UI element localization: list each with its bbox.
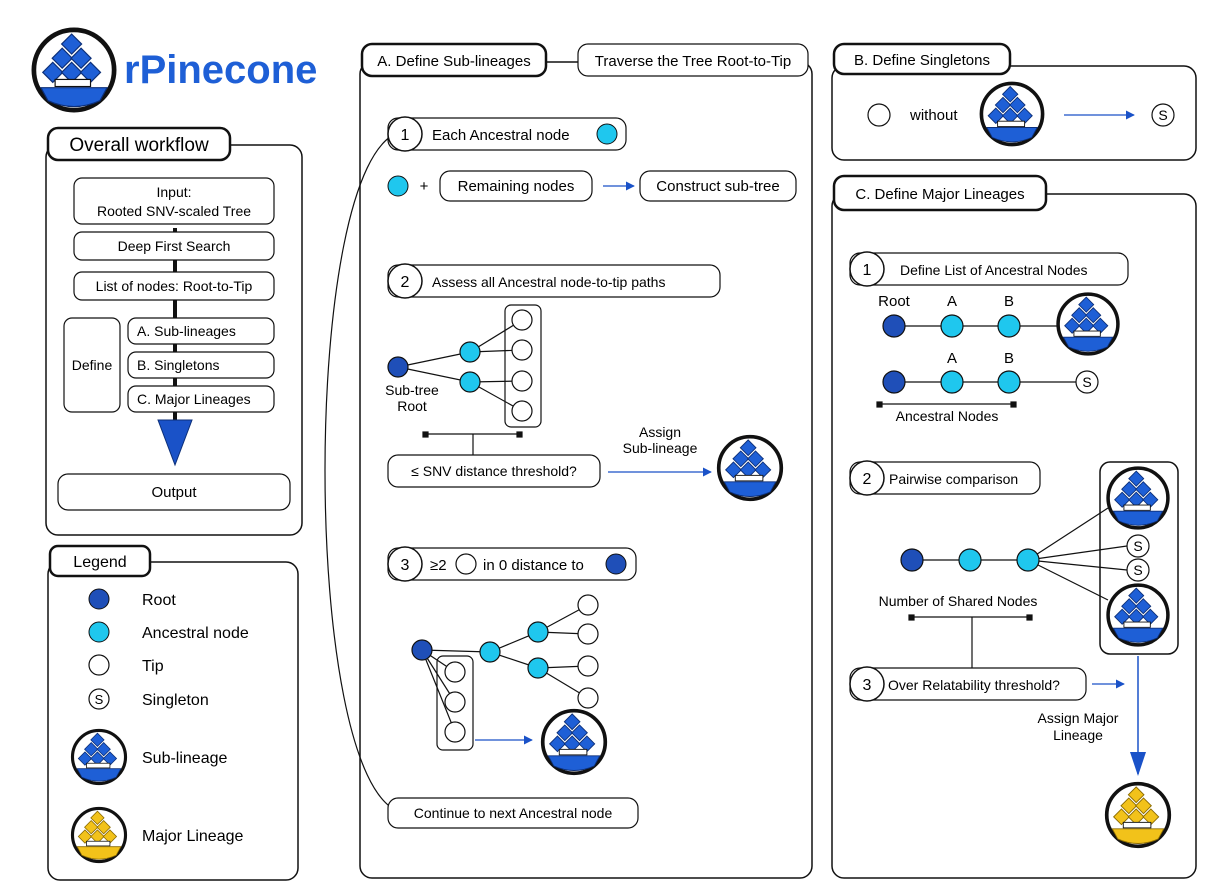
panel-a-step2-text: Assess all Ancestral node-to-tip paths <box>432 274 665 290</box>
ancestral-nodes-bracket <box>876 401 1017 408</box>
major-lineage-icon <box>1104 781 1172 849</box>
pairwise-tree <box>900 507 1150 601</box>
workflow-search: Deep First Search <box>118 238 231 254</box>
panel-a-step2-number: 2 <box>401 274 410 291</box>
panel-c-step1-text: Define List of Ancestral Nodes <box>900 262 1088 278</box>
panel-b-title: B. Define Singletons <box>854 52 990 69</box>
panel-a-title: A. Define Sub-lineages <box>377 53 530 70</box>
app-title: rPinecone <box>124 48 317 92</box>
chain-b-label: B <box>1004 293 1014 310</box>
workflow-step-b: B. Singletons <box>137 357 220 373</box>
sublineage-icon <box>1106 466 1170 530</box>
chain-a2-label: A <box>947 350 957 367</box>
legend-panel: Legend Root Ancestral node Tip S Singlet… <box>47 544 299 881</box>
shared-nodes-bracket <box>908 614 1033 670</box>
plus-symbol: + <box>420 178 429 195</box>
shared-nodes-label: Number of Shared Nodes <box>879 593 1038 609</box>
legend-sublineage-icon <box>70 728 128 786</box>
construct-subtree-label: Construct sub-tree <box>656 178 779 195</box>
pairwise-singleton-symbol-2: S <box>1133 562 1142 578</box>
legend-title: Legend <box>73 554 126 571</box>
legend-singleton-icon <box>88 688 110 710</box>
snv-threshold-label: ≤ SNV distance threshold? <box>411 463 577 479</box>
legend-tip-icon <box>88 654 110 676</box>
legend-tip-label: Tip <box>142 658 164 675</box>
legend-ancestral-icon <box>88 621 110 643</box>
legend-singleton-label: Singleton <box>142 692 209 709</box>
app-header: rPinecone <box>34 30 317 110</box>
panel-c-step1-number: 1 <box>863 262 872 279</box>
sublineage-icon <box>979 81 1045 147</box>
sublineage-icon <box>716 434 784 502</box>
chain-root-label: Root <box>878 293 911 310</box>
ancestor-chain-2 <box>882 370 1099 394</box>
panel-c-step3-text: Over Relatability threshold? <box>888 677 1060 693</box>
chain-a-label: A <box>947 293 957 310</box>
subtree-root-label-2: Root <box>397 398 427 414</box>
panel-a-step3-prefix: ≥2 <box>430 557 447 574</box>
tip-node-icon <box>867 103 891 127</box>
distance-bracket <box>422 431 523 455</box>
legend-ancestral-label: Ancestral node <box>142 625 249 642</box>
panel-a-step3-text: in 0 distance to <box>483 557 584 574</box>
singleton-symbol: S <box>1158 107 1167 123</box>
workflow-define: Define <box>72 357 113 373</box>
panel-a-step1-number: 1 <box>401 127 410 144</box>
assign-sublineage-label-1: Assign <box>639 424 681 440</box>
assign-major-label-2: Lineage <box>1053 727 1103 743</box>
workflow-title: Overall workflow <box>69 135 209 156</box>
pairwise-singleton-symbol-1: S <box>1133 538 1142 554</box>
panel-c-step2-text: Pairwise comparison <box>889 471 1018 487</box>
panel-c: C. Define Major Lineages 1 Define List o… <box>831 174 1197 879</box>
singleton-icon <box>1151 103 1175 127</box>
panel-a-step1-text: Each Ancestral node <box>432 127 570 144</box>
legend-singleton-symbol: S <box>95 692 104 707</box>
assign-sublineage-label-2: Sub-lineage <box>623 440 698 456</box>
assign-major-label-1: Assign Major <box>1038 710 1119 726</box>
panel-a: A. Define Sub-lineages Traverse the Tree… <box>324 42 813 879</box>
app-logo-icon <box>34 30 114 110</box>
workflow-step-a: A. Sub-lineages <box>137 323 236 339</box>
sublineage-icon <box>1056 292 1120 356</box>
panel-c-step2-number: 2 <box>863 471 872 488</box>
without-label: without <box>909 107 958 124</box>
ancestor-chain-1 <box>882 314 1060 338</box>
ancestral-node-icon <box>596 123 618 145</box>
panel-c-step3-number: 3 <box>863 677 872 694</box>
root-node-icon <box>605 553 627 575</box>
subtree-root-label-1: Sub-tree <box>385 382 439 398</box>
sublineage-icon <box>540 708 608 776</box>
overall-workflow-panel: Overall workflow Input: Rooted SNV-scale… <box>45 126 303 536</box>
remaining-nodes-label: Remaining nodes <box>458 178 575 195</box>
subtree-diagram <box>387 304 542 428</box>
legend-root-label: Root <box>142 592 176 609</box>
workflow-node-list: List of nodes: Root-to-Tip <box>96 278 253 294</box>
legend-major-lineage-label: Major Lineage <box>142 828 244 845</box>
workflow-input-label: Input: <box>156 184 191 200</box>
legend-major-lineage-icon <box>70 806 128 864</box>
legend-sublineage-label: Sub-lineage <box>142 750 228 767</box>
chain-singleton-symbol: S <box>1082 374 1091 390</box>
continue-label: Continue to next Ancestral node <box>414 805 613 821</box>
panel-b: B. Define Singletons without S <box>831 42 1197 161</box>
zero-distance-tree <box>411 594 599 751</box>
workflow-step-c: C. Major Lineages <box>137 391 251 407</box>
workflow-arrow-icon <box>157 419 193 467</box>
panel-c-title: C. Define Major Lineages <box>855 186 1024 203</box>
panel-a-subtitle: Traverse the Tree Root-to-Tip <box>595 53 791 70</box>
legend-root-icon <box>88 588 110 610</box>
sublineage-icon <box>1106 583 1170 647</box>
chain-b2-label: B <box>1004 350 1014 367</box>
assign-major-arrow-icon <box>1130 752 1146 776</box>
workflow-input-tree: Rooted SNV-scaled Tree <box>97 203 251 219</box>
workflow-output: Output <box>151 484 197 501</box>
ancestral-node-icon <box>387 175 409 197</box>
tip-node-icon <box>455 553 477 575</box>
ancestral-nodes-label: Ancestral Nodes <box>896 408 999 424</box>
traverse-loop-connector <box>324 131 401 813</box>
panel-a-step3-number: 3 <box>401 557 410 574</box>
